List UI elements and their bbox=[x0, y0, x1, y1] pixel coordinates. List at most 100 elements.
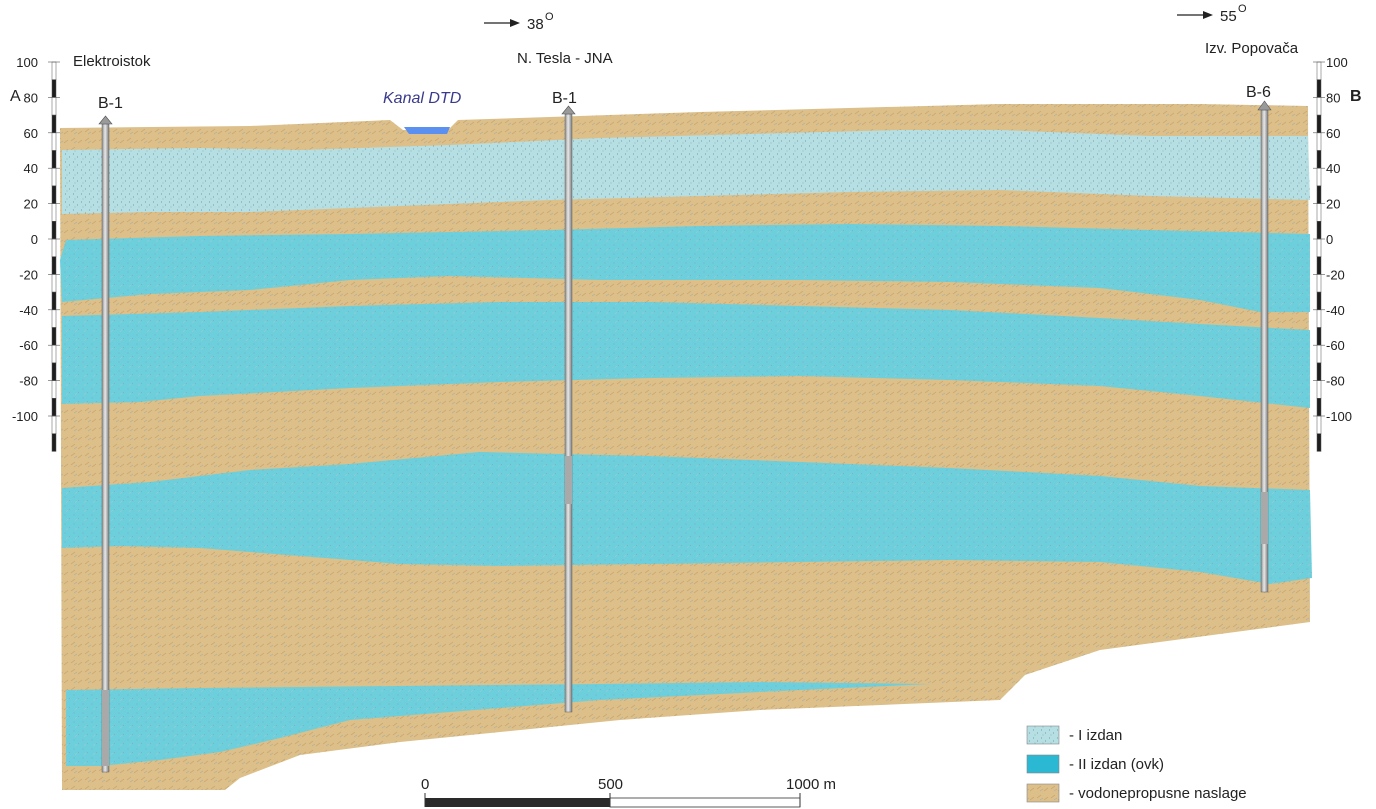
left-axis-segment bbox=[51, 185, 57, 204]
legend-label-clay: - vodonepropusne naslage bbox=[1069, 785, 1247, 802]
right-axis-tick-label: 80 bbox=[1326, 90, 1340, 105]
right-axis-tick-label: 0 bbox=[1326, 232, 1333, 247]
right-axis-tick-label: 40 bbox=[1326, 161, 1340, 176]
direction-arrow-38 bbox=[484, 19, 520, 27]
left-axis-tick-label: 40 bbox=[24, 161, 38, 176]
direction-value-55: 55 bbox=[1220, 8, 1237, 25]
left-axis-segment bbox=[51, 362, 57, 381]
scale-label-500: 500 bbox=[598, 776, 623, 793]
left-depth-axis: 100 80 60 40 20 0 -20 -40 -60 -80 -100 bbox=[12, 55, 60, 452]
scale-label-1000m: 1000 m bbox=[786, 776, 836, 793]
left-axis-segment bbox=[51, 398, 57, 417]
left-axis-segment bbox=[51, 309, 57, 328]
canal-label: Kanal DTD bbox=[383, 90, 462, 107]
direction-degree-55: O bbox=[1238, 3, 1247, 15]
legend-swatch-aquifer-2 bbox=[1026, 754, 1060, 774]
borehole-label-b1-middle: B-1 bbox=[552, 90, 577, 107]
right-axis-segment bbox=[1316, 362, 1322, 381]
right-axis-segment bbox=[1316, 309, 1322, 328]
left-axis-segment bbox=[51, 256, 57, 275]
section-end-label: B bbox=[1350, 88, 1362, 105]
location-elektroistok: Elektroistok bbox=[73, 53, 151, 70]
right-axis-segment bbox=[1316, 150, 1322, 169]
section-start-label: A bbox=[10, 88, 21, 105]
left-axis-tick-label: 80 bbox=[24, 90, 38, 105]
aquifer-2-layer-3 bbox=[62, 452, 1312, 584]
left-axis-tick-label: -100 bbox=[12, 409, 38, 424]
right-axis-segment bbox=[1316, 61, 1322, 80]
right-axis-segment bbox=[1316, 97, 1322, 116]
left-axis-segment bbox=[51, 203, 57, 222]
aquifer-1-layer bbox=[62, 130, 1310, 214]
borehole-b1-middle bbox=[561, 105, 576, 713]
right-axis-tick-label: -100 bbox=[1326, 409, 1352, 424]
borehole-b6-right bbox=[1257, 100, 1272, 593]
right-axis-segment bbox=[1316, 203, 1322, 222]
right-axis-segment bbox=[1316, 291, 1322, 311]
legend-swatch-aquifer-1 bbox=[1026, 725, 1060, 745]
right-axis-tick-label: 20 bbox=[1326, 197, 1340, 212]
canal-water bbox=[404, 127, 450, 134]
right-axis-segment bbox=[1316, 433, 1322, 452]
legend bbox=[1026, 725, 1060, 803]
right-axis-tick-label: 100 bbox=[1326, 55, 1348, 70]
left-axis-segment bbox=[51, 380, 57, 399]
left-axis-segment bbox=[51, 167, 57, 187]
left-axis-tick-label: -20 bbox=[19, 267, 38, 282]
right-axis-tick-label: -20 bbox=[1326, 267, 1345, 282]
right-axis-segment bbox=[1316, 380, 1322, 399]
right-axis-segment bbox=[1316, 167, 1322, 187]
left-axis-tick-label: 100 bbox=[16, 55, 38, 70]
left-axis-segment bbox=[51, 114, 57, 134]
right-axis-segment bbox=[1316, 256, 1322, 275]
left-axis-tick-label: -80 bbox=[19, 374, 38, 389]
right-axis-segment bbox=[1316, 114, 1322, 134]
left-axis-segment bbox=[51, 291, 57, 311]
left-axis-segment bbox=[51, 433, 57, 452]
right-axis-tick-label: -60 bbox=[1326, 338, 1345, 353]
borehole-label-b1-left: B-1 bbox=[98, 95, 123, 112]
left-axis-segment bbox=[51, 274, 57, 293]
left-axis-segment bbox=[51, 221, 57, 240]
right-axis-segment bbox=[1316, 221, 1322, 240]
direction-value-38: 38 bbox=[527, 16, 544, 33]
aquifer-2-layer-4 bbox=[66, 682, 930, 766]
right-axis-segment bbox=[1316, 185, 1322, 204]
right-axis-tick-label: -80 bbox=[1326, 374, 1345, 389]
location-izv-popovaca: Izv. Popovača bbox=[1205, 40, 1299, 57]
right-axis-segment bbox=[1316, 132, 1322, 151]
left-axis-segment bbox=[51, 132, 57, 151]
left-axis-tick-label: 0 bbox=[31, 232, 38, 247]
right-axis-segment bbox=[1316, 398, 1322, 417]
left-axis-segment bbox=[51, 97, 57, 116]
left-axis-tick-label: -60 bbox=[19, 338, 38, 353]
left-axis-segment bbox=[51, 150, 57, 169]
aquifer-2-layer-2 bbox=[62, 302, 1310, 408]
direction-degree-38: O bbox=[545, 11, 554, 23]
left-axis-segment bbox=[51, 61, 57, 80]
scale-bar bbox=[424, 793, 801, 808]
aquifer-2-layer-1 bbox=[60, 224, 1310, 312]
right-axis-segment bbox=[1316, 415, 1322, 434]
right-axis-segment bbox=[1316, 327, 1322, 346]
left-axis-segment bbox=[51, 344, 57, 364]
left-axis-tick-label: -40 bbox=[19, 303, 38, 318]
location-n-tesla-jna: N. Tesla - JNA bbox=[517, 50, 613, 67]
borehole-b1-left bbox=[98, 115, 113, 773]
legend-swatch-clay bbox=[1026, 783, 1060, 803]
left-axis-segment bbox=[51, 415, 57, 434]
right-axis-segment bbox=[1316, 274, 1322, 293]
scale-label-0: 0 bbox=[421, 776, 429, 793]
left-axis-segment bbox=[51, 79, 57, 98]
direction-arrow-55 bbox=[1177, 11, 1213, 19]
left-axis-tick-label: 20 bbox=[24, 197, 38, 212]
left-axis-tick-label: 60 bbox=[24, 126, 38, 141]
legend-label-aquifer-2: - II izdan (ovk) bbox=[1069, 756, 1164, 773]
legend-label-aquifer-1: - I izdan bbox=[1069, 727, 1122, 744]
left-axis-segment bbox=[51, 327, 57, 346]
borehole-label-b6-right: B-6 bbox=[1246, 84, 1271, 101]
right-axis-segment bbox=[1316, 344, 1322, 364]
left-axis-segment bbox=[51, 238, 57, 257]
